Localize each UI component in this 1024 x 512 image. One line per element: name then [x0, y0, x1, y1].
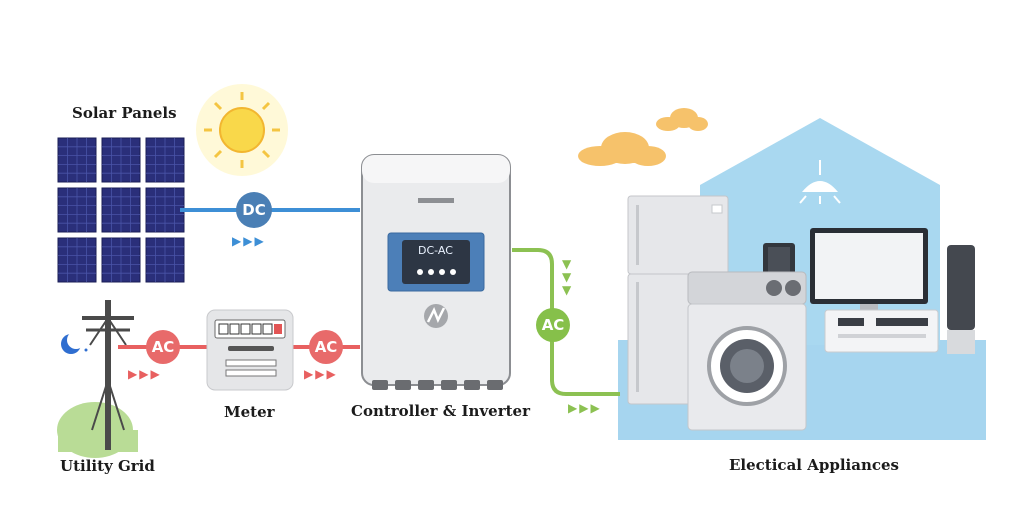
label-solar-panels: Solar Panels	[72, 104, 177, 122]
solar-panel	[101, 137, 141, 183]
solar-panel	[145, 187, 185, 233]
solar-panel	[101, 237, 141, 283]
inverter-unit	[361, 154, 511, 390]
arrow-right-icon: ▶▶▶	[232, 234, 266, 248]
ac-grid-badge: AC	[146, 330, 180, 364]
label-utility-grid: Utility Grid	[60, 457, 155, 475]
label-controller-inverter: Controller & Inverter	[351, 402, 530, 420]
cloud-icon	[578, 132, 666, 166]
solar-panel	[101, 187, 141, 233]
av-receiver	[824, 309, 939, 353]
arrow-right-icon: ▶▶▶	[128, 367, 162, 381]
sun-icon	[196, 84, 288, 176]
arrow-right-icon: ▶▶▶	[568, 401, 602, 415]
arrow-right-icon: ▶▶▶	[304, 367, 338, 381]
inverter-screen-text: DC-AC	[418, 244, 453, 257]
dc-badge: DC	[236, 192, 272, 228]
washing-machine	[687, 271, 807, 431]
label-appliances: Electical Appliances	[729, 456, 899, 474]
solar-panel	[145, 237, 185, 283]
electric-meter	[206, 309, 294, 391]
television	[810, 228, 928, 312]
lamp-icon	[799, 160, 841, 204]
ac-output-badge: AC	[536, 308, 570, 342]
ac-meter-badge: AC	[309, 330, 343, 364]
moon-icon	[61, 331, 88, 354]
inverter-logo-icon	[424, 304, 448, 328]
solar-panel	[57, 137, 97, 183]
solar-panel	[57, 237, 97, 283]
arrow-down-icon: ▼▼▼	[562, 257, 572, 297]
label-meter: Meter	[224, 403, 275, 421]
solar-panel	[57, 187, 97, 233]
solar-panel-array	[57, 137, 185, 283]
utility-pole	[57, 300, 138, 458]
cloud-icon	[656, 108, 708, 131]
solar-panel	[145, 137, 185, 183]
speaker-tall	[947, 245, 975, 354]
